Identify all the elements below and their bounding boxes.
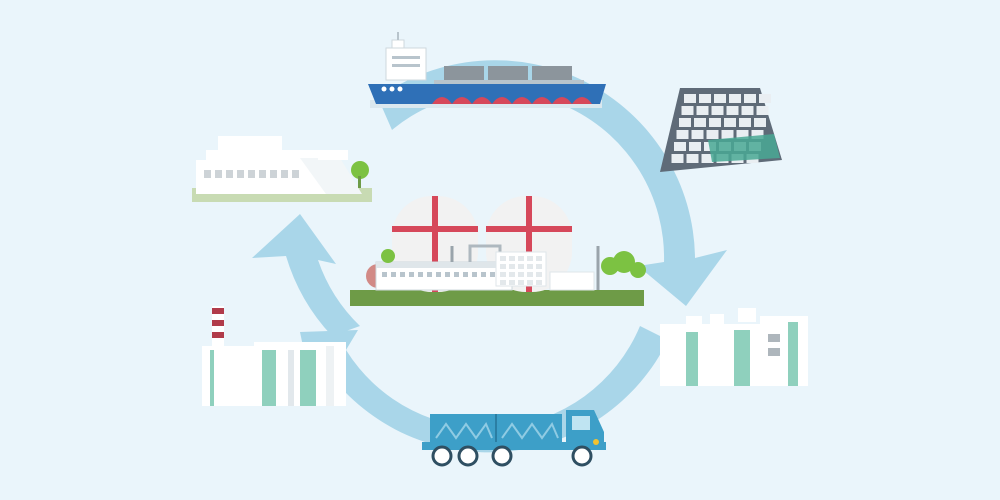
solar-cell bbox=[711, 106, 724, 115]
solar-cell bbox=[676, 130, 689, 139]
storage-tank-icon bbox=[350, 196, 646, 306]
terminal-vent bbox=[400, 272, 405, 277]
terminal-vent bbox=[427, 272, 432, 277]
solar-cell bbox=[756, 106, 769, 115]
solar-cell bbox=[699, 94, 711, 103]
solar-cell bbox=[721, 130, 734, 139]
office-window bbox=[259, 170, 266, 178]
terminal-window bbox=[536, 264, 542, 269]
terminal-vent bbox=[436, 272, 441, 277]
terminal-window bbox=[527, 272, 533, 277]
terminal-vent bbox=[418, 272, 423, 277]
terminal-vent bbox=[409, 272, 414, 277]
solar-highlight bbox=[708, 134, 780, 162]
solar-cell bbox=[696, 106, 709, 115]
solar-cell bbox=[684, 94, 696, 103]
solar-cell bbox=[739, 118, 751, 127]
solar-cell bbox=[689, 142, 701, 151]
office-window bbox=[281, 170, 288, 178]
solar-cell bbox=[691, 130, 704, 139]
solar-cell bbox=[741, 106, 754, 115]
terminal-vent bbox=[454, 272, 459, 277]
terminal-vent bbox=[391, 272, 396, 277]
terminal-window bbox=[509, 264, 515, 269]
terminal-vent bbox=[445, 272, 450, 277]
solar-cell bbox=[729, 94, 741, 103]
ground-strip bbox=[350, 290, 644, 306]
solar-cell bbox=[726, 106, 739, 115]
terminal-vent bbox=[472, 272, 477, 277]
ship-icon bbox=[368, 32, 606, 108]
office-window bbox=[204, 170, 211, 178]
terminal-window bbox=[527, 280, 533, 285]
solar-cell bbox=[714, 94, 726, 103]
office-window bbox=[237, 170, 244, 178]
terminal-window bbox=[509, 272, 515, 277]
solar-cell bbox=[679, 118, 691, 127]
chimney-icon bbox=[202, 306, 346, 406]
solar-cell bbox=[751, 130, 764, 139]
solar-cell bbox=[686, 154, 699, 163]
terminal-window bbox=[500, 280, 506, 285]
solar-cell bbox=[674, 142, 686, 151]
terminal-window bbox=[500, 256, 506, 261]
solar-cell bbox=[701, 154, 714, 163]
terminal-window bbox=[536, 256, 542, 261]
solar-cell bbox=[681, 106, 694, 115]
solar-panel-icon bbox=[660, 88, 782, 172]
office-window bbox=[215, 170, 222, 178]
solar-cell bbox=[759, 94, 771, 103]
solar-cell bbox=[694, 118, 706, 127]
terminal-window bbox=[518, 272, 524, 277]
solar-cell bbox=[754, 118, 766, 127]
terminal-window bbox=[509, 280, 515, 285]
terminal-window bbox=[518, 264, 524, 269]
solar-cell bbox=[744, 94, 756, 103]
terminal-window bbox=[509, 256, 515, 261]
solar-cell bbox=[724, 118, 736, 127]
terminal-window bbox=[527, 256, 533, 261]
terminal-window bbox=[536, 280, 542, 285]
office-window bbox=[292, 170, 299, 178]
hull-wave bbox=[432, 97, 592, 104]
factory-icon bbox=[660, 308, 808, 386]
terminal-vent bbox=[481, 272, 486, 277]
solar-cell bbox=[709, 118, 721, 127]
truck-headlight bbox=[593, 439, 599, 445]
terminal-window bbox=[518, 256, 524, 261]
building-icon bbox=[192, 136, 372, 202]
terminal-vent bbox=[463, 272, 468, 277]
solar-cell bbox=[671, 154, 684, 163]
terminal-window bbox=[500, 264, 506, 269]
truck-icon bbox=[422, 410, 606, 467]
terminal-vent bbox=[382, 272, 387, 277]
terminal-window bbox=[518, 280, 524, 285]
terminal-window bbox=[536, 272, 542, 277]
terminal-window bbox=[527, 264, 533, 269]
office-window bbox=[226, 170, 233, 178]
solar-cell bbox=[706, 130, 719, 139]
office-window bbox=[248, 170, 255, 178]
cycle-arrow-left bbox=[252, 214, 360, 336]
office-window bbox=[270, 170, 277, 178]
solar-cell bbox=[736, 130, 749, 139]
terminal-vent bbox=[490, 272, 495, 277]
terminal-window bbox=[500, 272, 506, 277]
